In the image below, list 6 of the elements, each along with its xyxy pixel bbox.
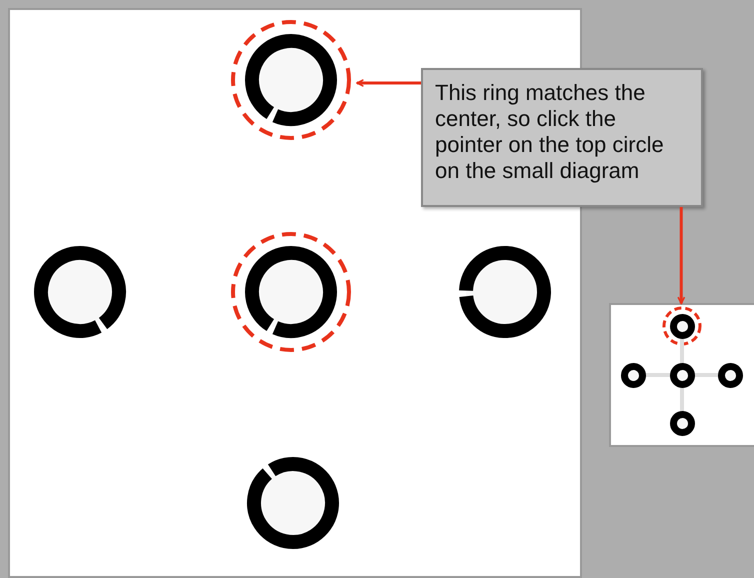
- callout-box: [421, 68, 703, 207]
- ring-icon: [245, 34, 337, 126]
- arrow: [356, 79, 421, 87]
- target-circle-icon: [670, 314, 694, 338]
- callout-text: This ring matches the center, so click the pointer on the top circle on the small diagram: [435, 80, 664, 183]
- arrow: [677, 207, 686, 304]
